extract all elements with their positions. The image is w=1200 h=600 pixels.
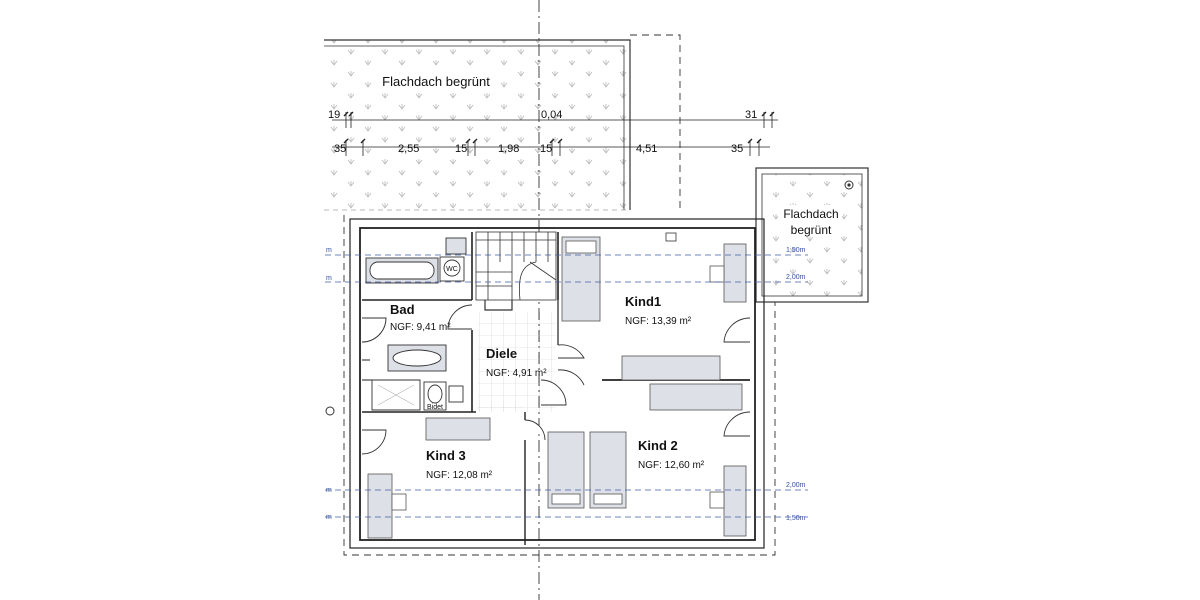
- room-kind1-name: Kind1: [625, 294, 661, 309]
- chimney-icon: [665, 232, 677, 242]
- left-green-roof: Flachdach begrünt: [324, 39, 631, 211]
- height-label-150-top: 1,50m: [786, 247, 806, 254]
- desk-kind2: [723, 465, 747, 537]
- bidet-icon: [427, 384, 443, 404]
- height-label-m-4: m: [326, 514, 332, 521]
- bidet-label: Bidet: [427, 404, 443, 411]
- dim-35-right: 35: [731, 143, 743, 155]
- wardrobe-kind2: [649, 383, 743, 411]
- dim-451: 4,51: [636, 143, 657, 155]
- room-kind3-name: Kind 3: [426, 448, 466, 463]
- furniture: [367, 236, 747, 539]
- height-label-m-3: m: [326, 487, 332, 494]
- bathroom-fixtures: [365, 237, 467, 411]
- dim-35-left: 35: [334, 143, 346, 155]
- dimension-lines: [332, 111, 778, 156]
- dim-255: 2,55: [398, 143, 419, 155]
- height-label-200-top: 2,00m: [786, 274, 806, 281]
- right-green-roof: Flachdach begrünt: [755, 167, 869, 303]
- dim-15-a: 15: [455, 143, 467, 155]
- room-diele-area: NGF: 4,91 m²: [486, 368, 547, 379]
- room-bad-area: NGF: 9,41 m²: [390, 322, 451, 333]
- toilet-icon: [443, 259, 461, 277]
- room-kind2-area: NGF: 12,60 m²: [638, 460, 705, 471]
- room-kind2-name: Kind 2: [638, 438, 678, 453]
- desk-kind3: [367, 473, 393, 539]
- left-roof-label: Flachdach begrünt: [382, 74, 490, 89]
- height-lines: [325, 254, 808, 518]
- dimension-labels: 19 0,04 31 35 2,55 15 1,98 15 4,51 35: [328, 109, 757, 155]
- wardrobe-kind3: [425, 417, 491, 441]
- room-kind3-area: NGF: 12,08 m²: [426, 470, 493, 481]
- wardrobe-kind1: [621, 355, 721, 381]
- height-label-200-bottom: 2,00m: [786, 482, 806, 489]
- height-labels: 1,50m 2,00m 2,00m 1,50m m m m m: [326, 247, 806, 522]
- desk-kind1: [723, 243, 747, 303]
- room-diele-name: Diele: [486, 346, 517, 361]
- right-roof-label-2: begrünt: [791, 223, 832, 237]
- height-label-m-2: m: [326, 275, 332, 282]
- dashed-outline: [343, 34, 776, 556]
- drain-icon: [325, 406, 335, 416]
- dim-total: 0,04: [541, 109, 562, 121]
- wc-label: WC: [446, 266, 458, 273]
- dim-31: 31: [745, 109, 757, 121]
- staircase: [475, 231, 557, 311]
- room-labels: Bad NGF: 9,41 m² Diele NGF: 4,91 m² Kind…: [390, 294, 705, 481]
- doors: [361, 304, 751, 455]
- dim-198: 1,98: [498, 143, 519, 155]
- dim-19: 19: [328, 109, 340, 121]
- height-label-150-bottom: 1,50m: [786, 515, 806, 522]
- height-label-m-1: m: [326, 247, 332, 254]
- room-kind1-area: NGF: 13,39 m²: [625, 316, 692, 327]
- dim-15-b: 15: [540, 143, 552, 155]
- room-bad-name: Bad: [390, 302, 415, 317]
- right-roof-label-1: Flachdach: [783, 207, 838, 221]
